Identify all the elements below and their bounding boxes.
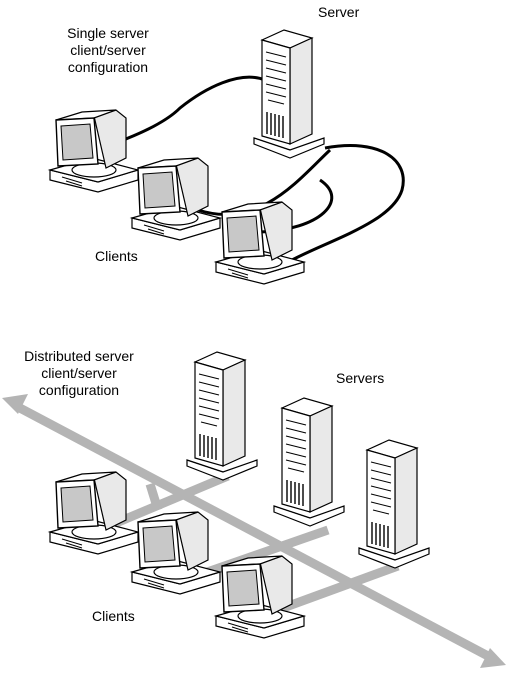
server-icon	[273, 397, 345, 527]
clients-label: Clients	[95, 248, 138, 264]
clients-label: Clients	[92, 608, 135, 624]
server-label: Server	[318, 4, 360, 20]
client-computer-icon	[49, 109, 139, 193]
client-computer-icon	[215, 201, 305, 285]
distributed-server-title: Distributed server client/server configu…	[24, 348, 134, 398]
servers-label: Servers	[336, 370, 385, 386]
client-computer-icon	[131, 157, 221, 241]
client-computer-icon	[215, 555, 305, 639]
client-computer-icon	[131, 511, 221, 595]
network-arrow	[2, 394, 506, 668]
server-icon	[358, 439, 430, 569]
client-computer-icon	[49, 471, 139, 555]
single-server-title: Single server client/server configuratio…	[67, 25, 149, 75]
server-icon	[186, 351, 258, 481]
server-icon	[253, 29, 325, 159]
